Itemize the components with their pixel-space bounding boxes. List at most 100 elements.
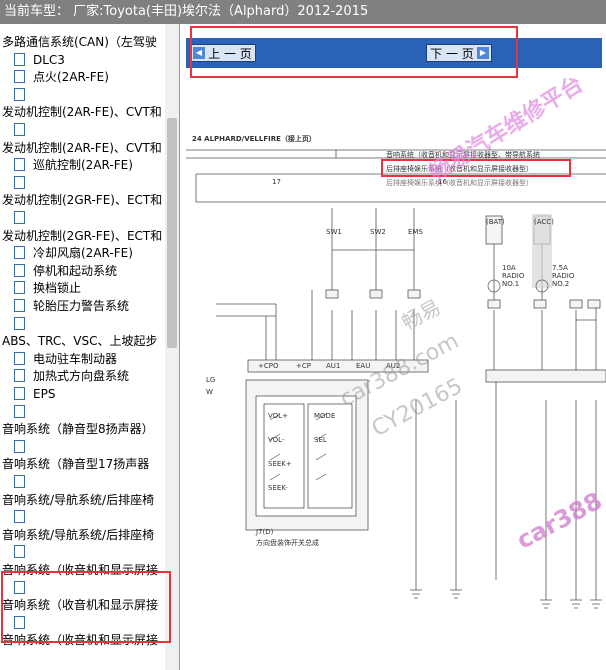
document-icon [14, 87, 25, 101]
tree-category[interactable]: 音响系统（静音型17扬声器 [2, 454, 164, 474]
fuse-label: 10A RADIO NO.1 [502, 264, 525, 288]
document-icon [14, 387, 25, 400]
tree-item-label: 发动机控制(2AR-FE)、CVT和 [2, 105, 162, 120]
tree-item[interactable] [14, 85, 164, 105]
next-page-label: 下 一 页 [430, 47, 474, 61]
tree-item[interactable] [14, 437, 164, 457]
tree-category[interactable]: 音响系统（收音机和显示屏接 [2, 560, 164, 580]
document-icon [14, 52, 25, 66]
tree-item-label: 停机和起动系统 [33, 263, 118, 278]
tree-item-label: ABS、TRC、VSC、上坡起步 [2, 334, 158, 349]
tree-item-label: 点火(2AR-FE) [33, 70, 109, 85]
prev-page-label: 上 一 页 [208, 47, 252, 61]
tree-item[interactable] [14, 314, 164, 334]
tree-item[interactable] [14, 578, 164, 598]
document-icon [14, 369, 25, 383]
document-icon [14, 316, 25, 330]
document-icon [14, 439, 25, 453]
document-icon [14, 580, 25, 594]
switch-label: SEEK+ [268, 460, 292, 468]
pin-label: AU1 [326, 362, 341, 370]
document-icon [14, 246, 25, 260]
pin-label: +CPO [258, 362, 279, 370]
tree-item[interactable] [14, 173, 164, 193]
document-icon [14, 123, 25, 136]
tree-category[interactable]: 音响系统（收音机和显示屏接 [2, 630, 164, 650]
tree-item-label: 多路通信系统(CAN)（左驾驶 [2, 35, 157, 49]
tree-item[interactable]: 电动驻车制动器 [14, 349, 164, 369]
pin-label: +CP [296, 362, 311, 370]
tree-item[interactable]: 换档锁止 [14, 278, 164, 298]
tree-item-label: 音响系统（收音机和显示屏接 [2, 633, 159, 648]
sidebar-scrollbar[interactable] [165, 24, 179, 670]
scrollbar-thumb[interactable] [167, 118, 177, 348]
diagram-header: 24 ALPHARD/VELLFIRE（接上页） [192, 135, 316, 143]
tree-item[interactable]: EPS [14, 384, 164, 404]
document-icon [14, 351, 25, 365]
tree-item[interactable]: 加热式方向盘系统 [14, 366, 164, 386]
connector-label: SW1 [326, 228, 342, 236]
prev-page-button[interactable]: ◀ 上 一 页 [190, 44, 256, 62]
tree-item[interactable]: 轮胎压力警告系统 [14, 296, 164, 316]
column-16: 16 [438, 178, 447, 186]
tree-item[interactable]: 巡航控制(2AR-FE) [14, 155, 164, 175]
tree-item[interactable] [14, 472, 164, 492]
arrow-left-icon: ◀ [193, 47, 205, 59]
tree-category[interactable]: 多路通信系统(CAN)（左驾驶 [2, 32, 164, 52]
tree-item[interactable] [14, 208, 164, 228]
diagram-subheader-1: 音响系统（收音机和显示屏接收器型、带导航系统 [386, 151, 540, 159]
tree-item-label: 冷却风扇(2AR-FE) [33, 246, 133, 261]
tree-item-label: 音响系统（静音型17扬声器 [2, 457, 150, 472]
tree-category[interactable]: 音响系统（收音机和显示屏接 [2, 595, 164, 615]
switch-label: SEEK- [268, 484, 288, 492]
page-nav-bar: ◀ 上 一 页 下 一 页 ▶ [186, 38, 602, 68]
tree-category[interactable]: 音响系统（静音型8扬声器） [2, 419, 164, 439]
tree-category[interactable]: 发动机控制(2AR-FE)、CVT和 [2, 102, 164, 122]
diagram-subheader-2: 后排座椅娱乐系统（收音机和显示屏接收器型） [386, 165, 533, 173]
document-icon [14, 211, 25, 224]
tree-item[interactable]: DLC3 [14, 50, 164, 70]
arrow-right-icon: ▶ [477, 47, 489, 59]
tree-item[interactable]: 点火(2AR-FE) [14, 67, 164, 87]
tree-item-label: 音响系统（静音型8扬声器） [2, 422, 154, 437]
tree-category[interactable]: ABS、TRC、VSC、上坡起步 [2, 331, 164, 351]
switch-label: MODE [314, 412, 336, 420]
tree-item[interactable]: 停机和起动系统 [14, 261, 164, 281]
tree-item[interactable] [14, 120, 164, 140]
pin-label: AU2 [386, 362, 401, 370]
next-page-button[interactable]: 下 一 页 ▶ [426, 44, 492, 62]
tree-category[interactable]: 发动机控制(2GR-FE)、ECT和 [2, 226, 164, 246]
highlight-box-sidebar [1, 571, 171, 643]
document-icon [14, 281, 25, 295]
document-icon [14, 510, 25, 524]
tree-item[interactable] [14, 507, 164, 527]
tree-item[interactable]: 冷却风扇(2AR-FE) [14, 243, 164, 263]
sidebar-tree: 多路通信系统(CAN)（左驾驶 DLC3 点火(2AR-FE) 发动机控制(2AR-F… [0, 24, 180, 670]
fuse-label: (ACC) [534, 218, 554, 226]
tree-item-label: 发动机控制(2AR-FE)、CVT和 [2, 140, 162, 155]
part-code: J7(D) [256, 528, 274, 536]
tree-item-label: DLC3 [33, 52, 65, 67]
tree-item-label: 发动机控制(2GR-FE)、ECT和 [2, 228, 163, 243]
tree-item-label: 音响系统/导航系统/后排座椅 [2, 527, 155, 542]
column-17: 17 [272, 178, 281, 186]
connector-label: EMS [408, 228, 423, 236]
tree-item-label: EPS [33, 387, 56, 401]
tree-item[interactable] [14, 402, 164, 422]
tree-category[interactable]: 音响系统/导航系统/后排座椅 [2, 490, 164, 510]
window-title: 当前车型： 厂家:Toyota(丰田)埃尔法（Alphard）2012-2015 [0, 0, 606, 24]
document-icon [14, 615, 25, 629]
tree-item-label: 发动机控制(2GR-FE)、ECT和 [2, 193, 163, 208]
tree-category[interactable]: 发动机控制(2GR-FE)、ECT和 [2, 190, 164, 210]
tree-item[interactable] [14, 542, 164, 562]
tree-category[interactable]: 发动机控制(2AR-FE)、CVT和 [2, 138, 164, 158]
switch-label: VOL+ [268, 412, 288, 420]
tree-item-label: 音响系统（收音机和显示屏接 [2, 563, 159, 577]
document-viewer: ◀ 上 一 页 下 一 页 ▶ [182, 24, 606, 670]
document-icon [14, 475, 25, 488]
connector-label: SW2 [370, 228, 386, 236]
tree-item[interactable] [14, 613, 164, 633]
tree-category[interactable]: 音响系统/导航系统/后排座椅 [2, 525, 164, 545]
document-icon [14, 263, 25, 277]
tree-item-label: 音响系统/导航系统/后排座椅 [2, 492, 155, 507]
